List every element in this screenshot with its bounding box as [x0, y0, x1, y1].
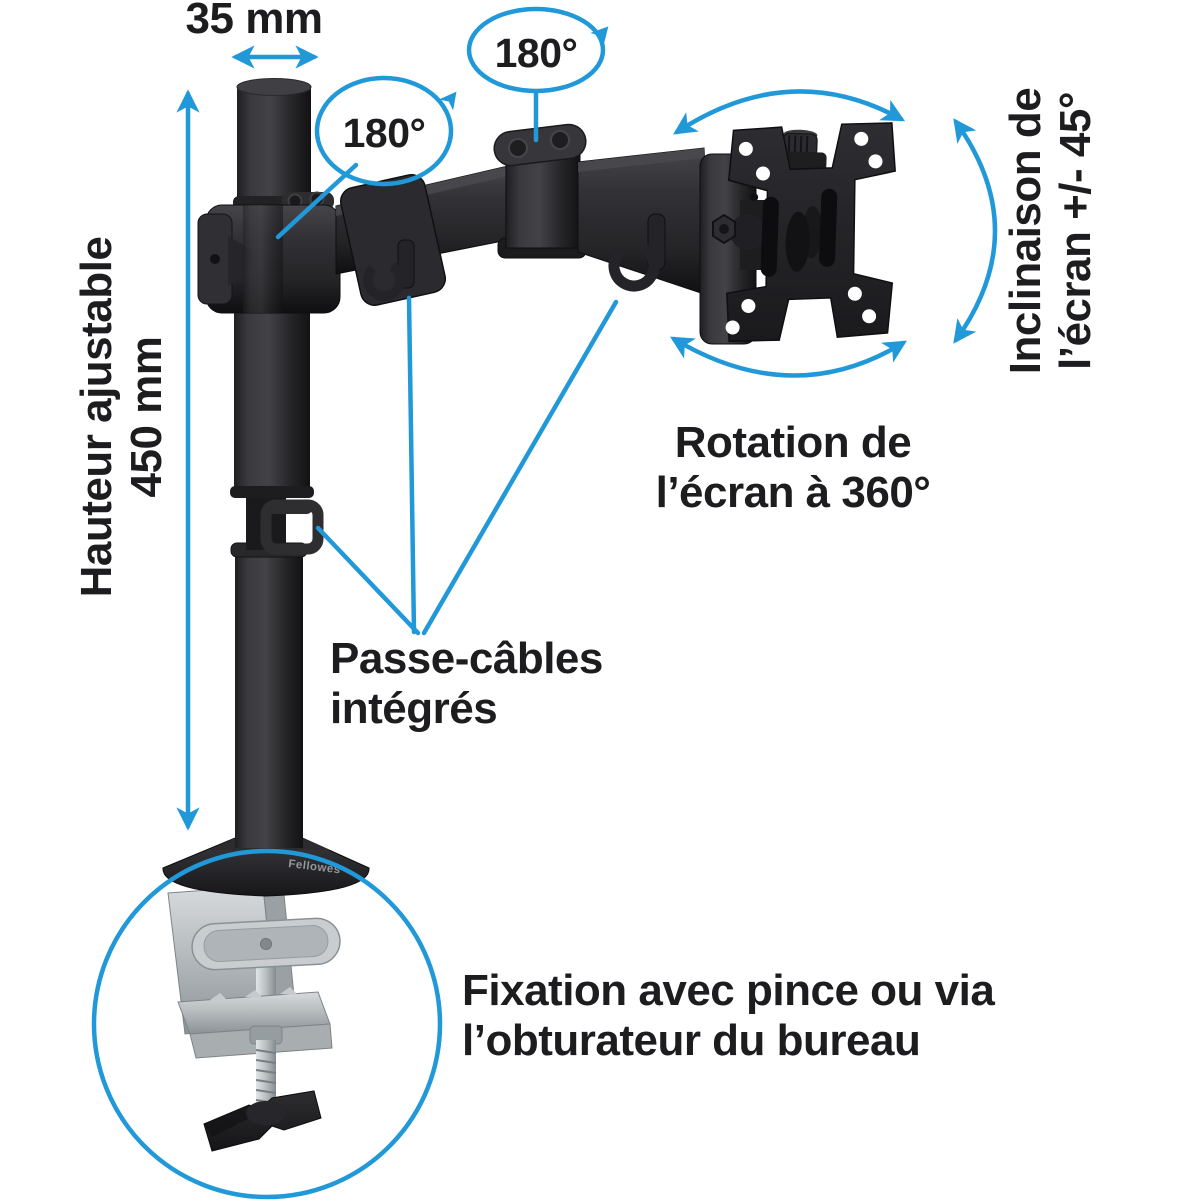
cable-leader-pole — [315, 525, 421, 636]
cable-management-line2: intégrés — [330, 684, 498, 733]
swivel-180-label-1: 180° — [342, 110, 426, 156]
cable-leader-hook1 — [406, 295, 417, 635]
cable-management-label: Passe-câbles intégrés — [330, 634, 603, 734]
screen-rotation-line2: l’écran à 360° — [655, 468, 931, 517]
arm-segment-2 — [577, 147, 711, 297]
screen-tilt-line1: Inclinaison de — [1001, 87, 1050, 375]
vesa-plate — [725, 122, 896, 343]
clamp-top-pad — [191, 917, 341, 971]
mounting-line2: l’obturateur du bureau — [462, 1016, 921, 1065]
screen-rotation-line1: Rotation de — [674, 418, 912, 467]
cable-hook-1 — [363, 239, 415, 301]
screen-rotation-label: Rotation de l’écran à 360° — [593, 418, 993, 518]
cable-management-line1: Passe-câbles — [330, 634, 603, 683]
screen-tilt-line2: l’écran +/- 45° — [1051, 92, 1100, 370]
rotation-arc-top — [673, 89, 906, 135]
pole-top-cap — [233, 78, 315, 210]
clamp-t-knob — [203, 1090, 322, 1152]
cable-leader-hook2 — [421, 299, 619, 636]
swivel-ellipse-2-arrowhead — [590, 26, 609, 46]
swivel-ellipse-1-arrowhead — [438, 91, 457, 111]
swivel-ellipse-1 — [314, 75, 454, 187]
arm-segment-1 — [335, 165, 509, 306]
pole-diameter-label: 35 mm — [185, 0, 323, 43]
swivel-180-label-2: 180° — [494, 30, 578, 76]
height-adjust-label: Hauteur ajustable 450 mm — [72, 227, 176, 607]
mid-joint — [493, 123, 587, 259]
swivel-leader-1 — [275, 162, 359, 240]
desk-clamp — [167, 885, 341, 1152]
cable-hook-2 — [608, 213, 666, 292]
screen-tilt-label: Inclinaison de l’écran +/- 45° — [1001, 66, 1101, 396]
clamp-detail-circle — [91, 848, 443, 1200]
tilt-arc — [953, 118, 998, 344]
height-adjust-line2: 450 mm — [122, 336, 171, 498]
mounting-label: Fixation avec pince ou via l’obturateur … — [462, 966, 995, 1066]
mounting-line1: Fixation avec pince ou via — [462, 966, 995, 1015]
arm-collar-joint — [197, 191, 341, 314]
rotation-arc-bottom — [670, 336, 907, 378]
clamp-screw-rod — [255, 1040, 277, 1116]
height-adjust-line1: Hauteur ajustable — [72, 236, 121, 598]
